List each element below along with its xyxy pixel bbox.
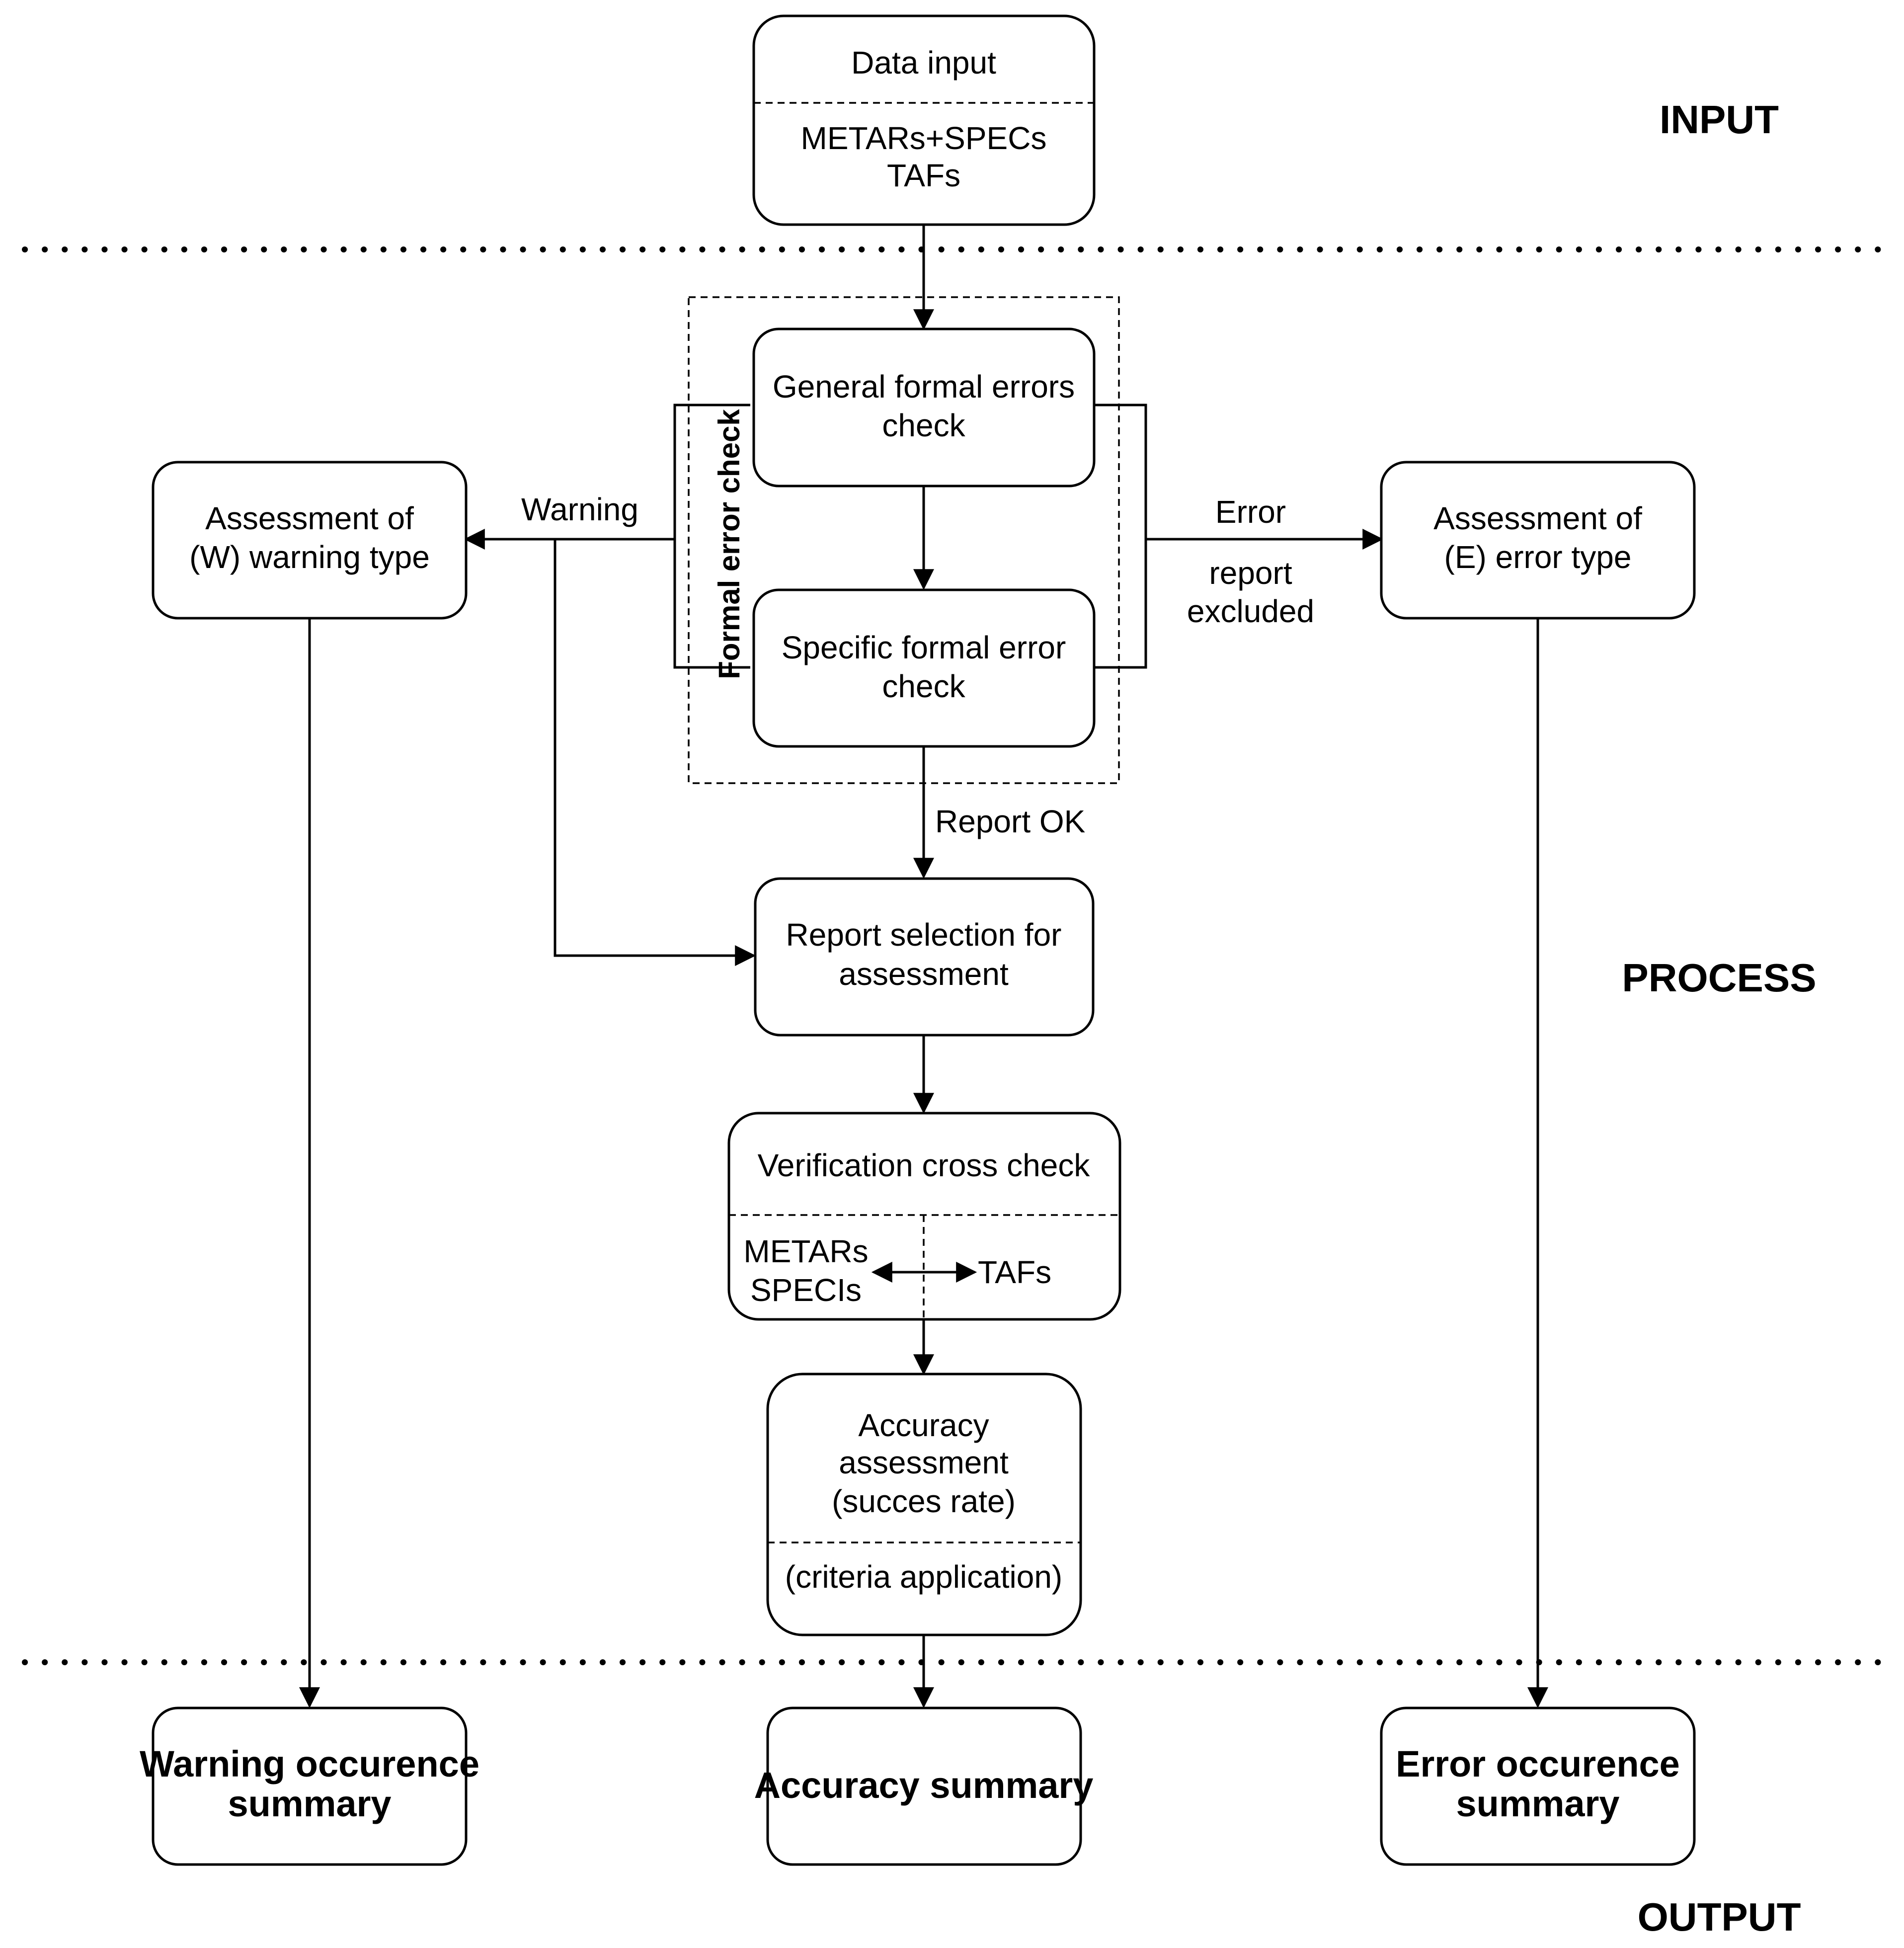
data-input-line2: TAFs bbox=[887, 158, 960, 193]
error-assessment-node: Assessment of (E) error type bbox=[1380, 461, 1696, 620]
verification-node: Verification cross check METARs SPECIs T… bbox=[727, 1112, 1121, 1321]
section-input-label: INPUT bbox=[1660, 97, 1779, 142]
warning-summary-line1: Warning occurence bbox=[140, 1743, 479, 1785]
section-process-label: PROCESS bbox=[1622, 956, 1816, 1000]
verification-title: Verification cross check bbox=[758, 1147, 1091, 1183]
formal-error-check-group bbox=[688, 296, 1120, 784]
accuracy-assessment-node: Accuracy assessment (succes rate) (crite… bbox=[766, 1373, 1082, 1636]
accuracy-summary-line1: Accuracy summary bbox=[754, 1765, 1094, 1806]
general-check-line1: General formal errors bbox=[773, 369, 1075, 405]
warning-bracket bbox=[673, 404, 750, 669]
error-summary-node: Error occurence summary bbox=[1380, 1706, 1696, 1866]
verification-left2: SPECIs bbox=[750, 1272, 862, 1308]
accuracy-line3: (succes rate) bbox=[832, 1483, 1016, 1519]
warning-edge-label: Warning bbox=[521, 491, 638, 527]
specific-check-line2: check bbox=[882, 668, 965, 704]
specific-formal-check-node: Specific formal error check bbox=[752, 588, 1096, 748]
report-selection-line2: assessment bbox=[839, 956, 1009, 992]
report-selection-line1: Report selection for bbox=[786, 917, 1062, 953]
general-formal-check-node: General formal errors check bbox=[752, 327, 1096, 487]
warning-summary-line2: summary bbox=[228, 1783, 391, 1824]
report-excluded-label-2: excluded bbox=[1187, 593, 1314, 629]
error-summary-line2: summary bbox=[1456, 1783, 1619, 1824]
accuracy-line2: assessment bbox=[839, 1445, 1009, 1480]
formal-error-check-label: Formal error check bbox=[713, 409, 746, 679]
section-output-label: OUTPUT bbox=[1638, 1895, 1801, 1939]
verification-right: TAFs bbox=[978, 1254, 1051, 1290]
report-ok-label: Report OK bbox=[935, 804, 1085, 839]
accuracy-summary-node: Accuracy summary bbox=[754, 1706, 1094, 1866]
data-input-title: Data input bbox=[851, 45, 996, 81]
warning-assessment-line2: (W) warning type bbox=[189, 539, 430, 575]
warning-assessment-node: Assessment of (W) warning type bbox=[152, 461, 468, 620]
error-edge-label: Error bbox=[1215, 494, 1286, 530]
error-assessment-line1: Assessment of bbox=[1433, 500, 1642, 536]
error-summary-line1: Error occurence bbox=[1396, 1743, 1680, 1785]
error-assessment-line2: (E) error type bbox=[1444, 539, 1632, 575]
specific-check-line1: Specific formal error bbox=[782, 630, 1066, 665]
connectors bbox=[299, 225, 1548, 1708]
report-selection-node: Report selection for assessment bbox=[754, 877, 1095, 1037]
general-check-line2: check bbox=[882, 407, 965, 443]
data-input-node: Data input METARs+SPECs TAFs bbox=[752, 14, 1096, 226]
report-excluded-label-1: report bbox=[1209, 555, 1292, 591]
error-bracket bbox=[1094, 404, 1147, 669]
data-input-line1: METARs+SPECs bbox=[801, 120, 1047, 156]
warning-summary-node: Warning occurence summary bbox=[140, 1706, 479, 1866]
accuracy-bottom: (criteria application) bbox=[785, 1559, 1062, 1595]
verification-left1: METARs bbox=[743, 1233, 868, 1269]
edge-warning-to-selection bbox=[554, 539, 756, 966]
warning-assessment-line1: Assessment of bbox=[205, 500, 414, 536]
accuracy-line1: Accuracy bbox=[858, 1407, 989, 1443]
